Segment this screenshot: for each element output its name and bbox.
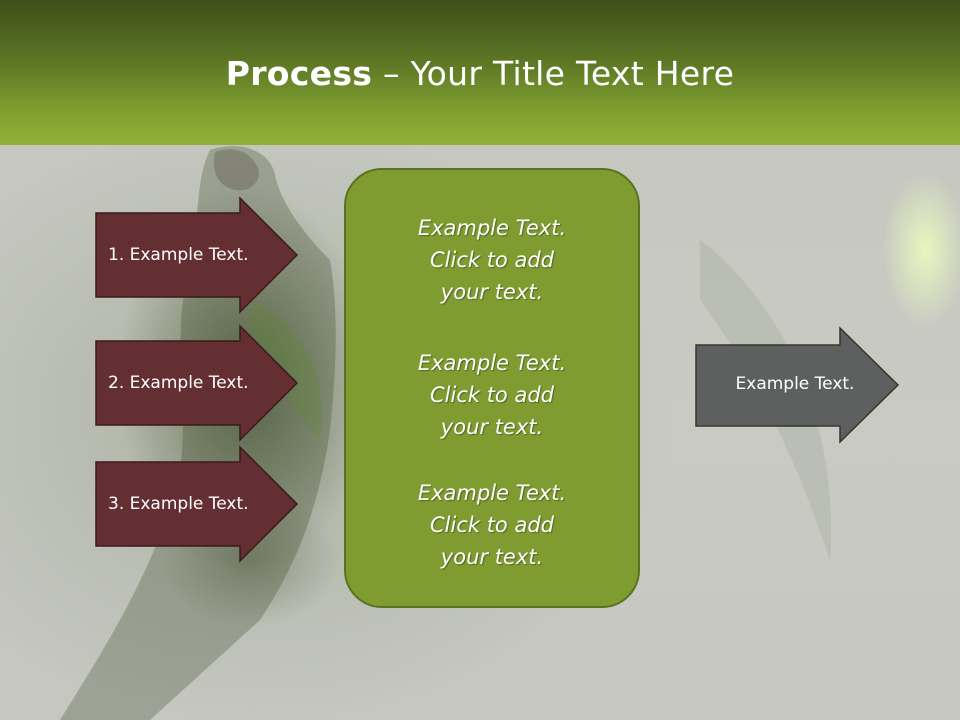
input-label-3: 3. Example Text. [108,494,249,514]
title-bar [0,0,960,145]
input-label-2: 2. Example Text. [108,373,249,393]
input-arrow-1 [95,196,299,314]
title-bold: Process [225,54,373,93]
input-arrow-3 [95,445,299,563]
title-rest: – Your Title Text Here [372,54,735,93]
output-label: Example Text. [735,374,855,394]
center-process-box [344,168,640,608]
center-text-block-2: Example Text. Click to add your text. [417,351,567,439]
center-text-block-3: Example Text. Click to add your text. [417,481,567,569]
center-text-block-1: Example Text. Click to add your text. [417,216,567,304]
output-arrow [695,326,900,444]
page-title: Process – Your Title Text Here [0,52,960,96]
input-arrow-2 [95,324,299,442]
input-label-1: 1. Example Text. [108,245,249,265]
